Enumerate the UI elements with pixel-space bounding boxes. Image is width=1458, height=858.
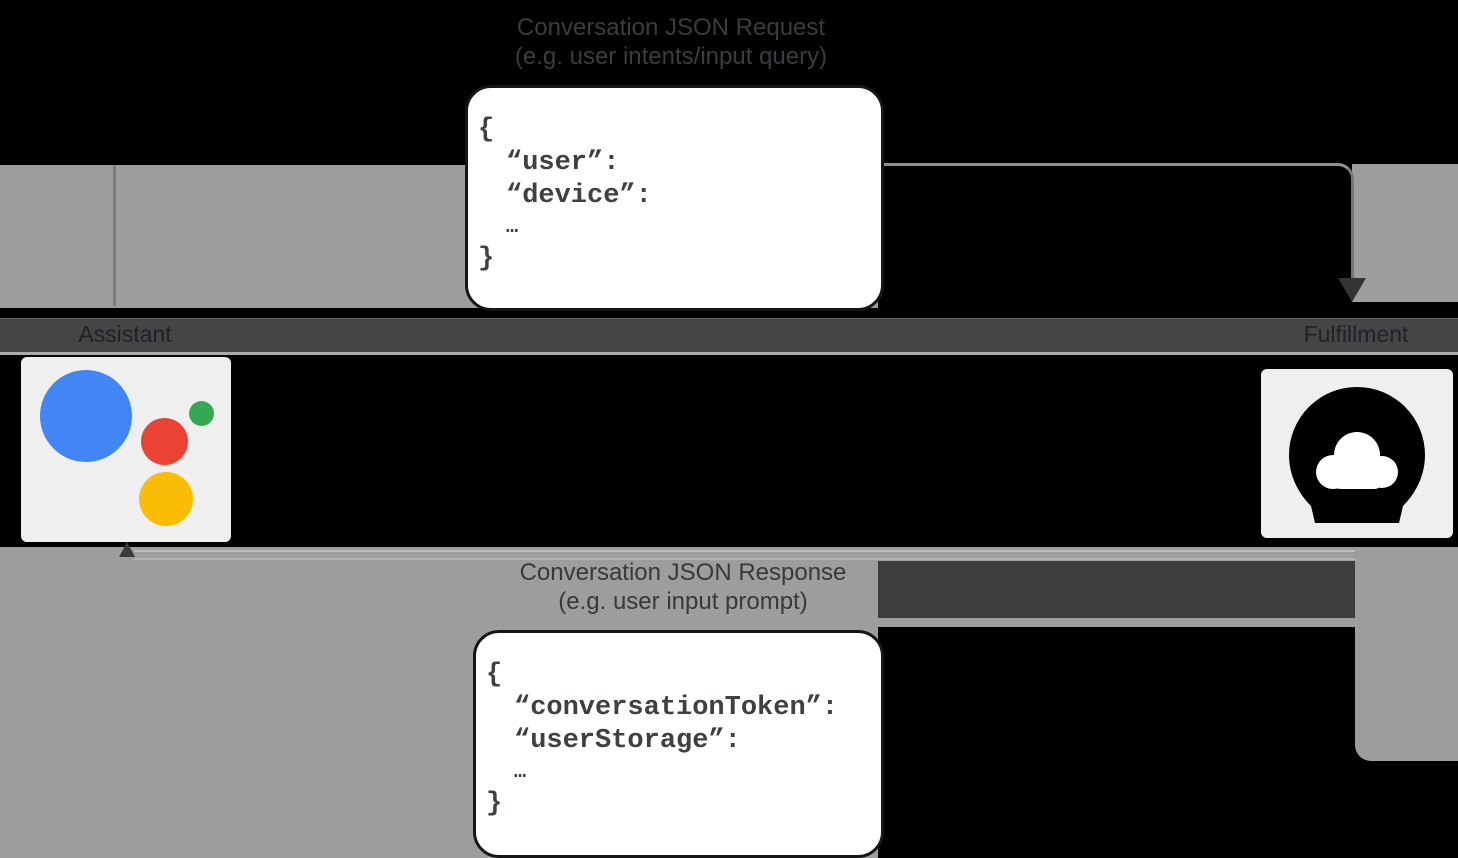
code-line: { bbox=[478, 115, 495, 145]
response-flow-band-right bbox=[1355, 547, 1458, 761]
code-line: … bbox=[506, 216, 519, 239]
code-line: } bbox=[486, 789, 503, 819]
assistant-green-circle bbox=[189, 401, 214, 426]
request-title-line1: Conversation JSON Request bbox=[516, 14, 826, 41]
response-flow-shadow-band bbox=[878, 561, 1355, 618]
assistant-red-circle bbox=[141, 418, 188, 465]
assistant-tile bbox=[21, 357, 231, 542]
fulfillment-label: Fulfillment bbox=[1303, 321, 1409, 347]
request-title-line2: (e.g. user intents/input query) bbox=[514, 43, 828, 70]
assistant-request-line bbox=[113, 165, 116, 306]
actor-label-band bbox=[0, 318, 1458, 355]
assistant-blue-circle bbox=[40, 370, 132, 462]
code-line: “user”: bbox=[506, 148, 620, 178]
response-title-line1: Conversation JSON Response bbox=[519, 559, 847, 586]
request-flow-title: Conversation JSON Request (e.g. user int… bbox=[371, 13, 971, 71]
arrow-up-icon bbox=[119, 542, 135, 557]
code-line: { bbox=[486, 660, 503, 690]
assistant-label: Assistant bbox=[78, 321, 172, 347]
code-line: “device”: bbox=[506, 181, 652, 211]
code-line: … bbox=[514, 761, 527, 784]
code-line: “conversationToken”: bbox=[514, 693, 839, 723]
response-title-line2: (e.g. user input prompt) bbox=[558, 588, 808, 615]
response-return-line-2 bbox=[134, 558, 1355, 560]
code-line: } bbox=[478, 244, 495, 274]
request-arrow-line bbox=[878, 163, 1354, 283]
arrow-down-icon bbox=[1338, 278, 1366, 302]
assistant-yellow-circle bbox=[139, 472, 193, 526]
fulfillment-tile bbox=[1261, 369, 1453, 538]
response-return-line-1 bbox=[134, 550, 1355, 552]
response-flow-title: Conversation JSON Response (e.g. user in… bbox=[383, 558, 983, 616]
code-line: “userStorage”: bbox=[514, 726, 741, 756]
cloud-icon bbox=[1289, 387, 1425, 523]
request-flow-band-right bbox=[1352, 164, 1458, 302]
request-json-card: { “user”: “device”: … } bbox=[465, 85, 884, 311]
response-json-card: { “conversationToken”: “userStorage”: … … bbox=[473, 630, 884, 858]
